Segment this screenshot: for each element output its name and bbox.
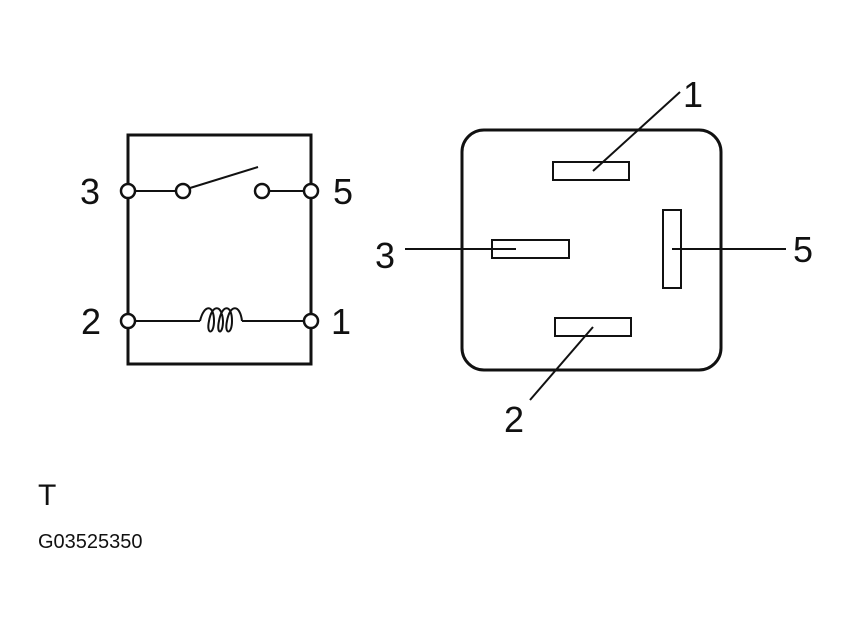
switch-pivot	[174, 182, 192, 200]
connector-pin-3-label: 3	[375, 235, 395, 276]
leader-line-2	[529, 326, 594, 401]
switch-contact-arm	[189, 166, 259, 189]
relay-schematic: 3 5 2 1	[80, 133, 353, 366]
schematic-pin-5-label: 5	[333, 171, 353, 212]
switch-contact	[253, 182, 271, 200]
connector-pin-1-label: 1	[683, 74, 703, 115]
leader-line-1	[592, 91, 681, 172]
relay-connector-face: 1 3 5 2	[375, 74, 813, 440]
schematic-housing	[126, 133, 313, 366]
coil-icon	[199, 307, 243, 333]
terminal-1	[302, 312, 320, 330]
terminal-slot-1	[552, 161, 630, 181]
terminal-2	[119, 312, 137, 330]
schematic-pin-1-label: 1	[331, 301, 351, 342]
variant-label: T	[38, 479, 56, 512]
connector-pin-5-label: 5	[793, 229, 813, 270]
terminal-slot-2	[554, 317, 632, 337]
terminal-3	[119, 182, 137, 200]
connector-pin-2-label: 2	[504, 399, 524, 440]
schematic-pin-2-label: 2	[81, 301, 101, 342]
terminal-5	[302, 182, 320, 200]
figure-code: G03525350	[38, 531, 143, 553]
schematic-pin-3-label: 3	[80, 171, 100, 212]
